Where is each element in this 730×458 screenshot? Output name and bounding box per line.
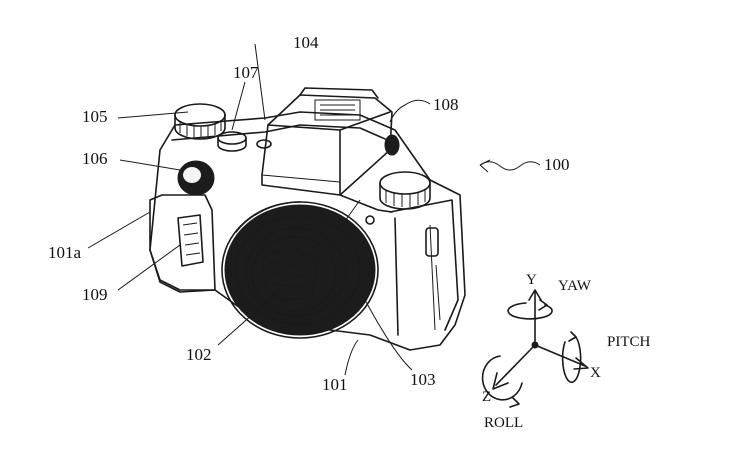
label-107: 107 bbox=[233, 63, 259, 82]
label-108: 108 bbox=[433, 95, 459, 114]
axis-label-yaw: YAW bbox=[558, 278, 592, 294]
reference-numerals: 104 107 108 105 106 100 101a 109 102 101… bbox=[48, 33, 570, 394]
label-106: 106 bbox=[82, 149, 108, 168]
shutter-button bbox=[217, 131, 272, 152]
rear-dial bbox=[379, 171, 431, 210]
label-109: 109 bbox=[82, 285, 108, 304]
label-105: 105 bbox=[82, 107, 108, 126]
axis-label-z: Z bbox=[482, 389, 491, 405]
axes-diagram: Y YAW PITCH X Z ROLL bbox=[481, 272, 651, 431]
mode-dial bbox=[174, 103, 226, 140]
label-100: 100 bbox=[544, 155, 570, 174]
axis-label-pitch: PITCH bbox=[607, 334, 651, 350]
label-104: 104 bbox=[293, 33, 319, 52]
label-103: 103 bbox=[410, 370, 436, 389]
axis-label-roll: ROLL bbox=[484, 415, 523, 431]
viewfinder-housing bbox=[261, 87, 393, 196]
lens-assembly bbox=[221, 199, 379, 339]
label-101: 101 bbox=[322, 375, 348, 394]
front-dial bbox=[177, 160, 215, 196]
axis-label-y: Y bbox=[526, 272, 537, 288]
leader-lines bbox=[87, 43, 541, 376]
label-102: 102 bbox=[186, 345, 212, 364]
axis-label-x: X bbox=[590, 365, 601, 381]
label-101a: 101a bbox=[48, 243, 82, 262]
